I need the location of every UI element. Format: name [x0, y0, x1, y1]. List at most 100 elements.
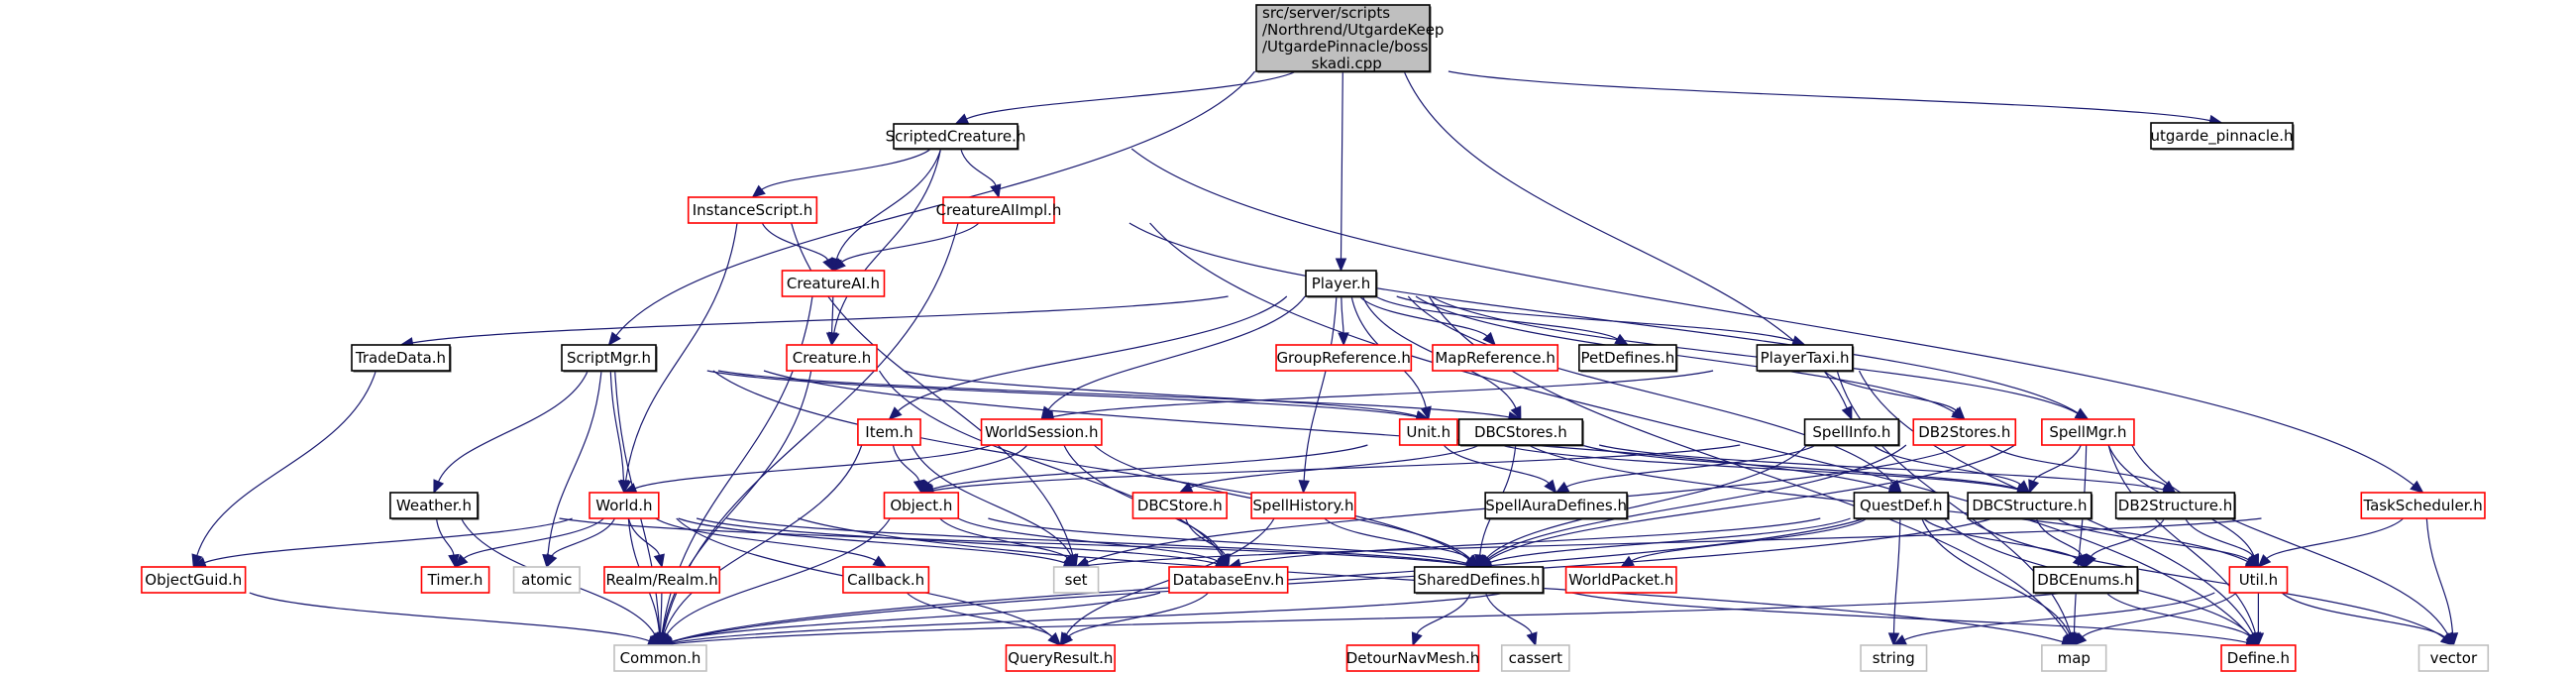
node-common[interactable]: Common.h — [613, 644, 707, 672]
node-label: DBCStore.h — [1137, 497, 1223, 514]
edge-util-to-string — [1903, 592, 2215, 641]
node-map-reference[interactable]: MapReference.h — [1432, 344, 1559, 372]
arrowhead-icon — [751, 184, 766, 198]
node-creature[interactable]: Creature.h — [786, 344, 878, 372]
node-label: TaskScheduler.h — [2362, 497, 2482, 514]
node-creature-aiimpl[interactable]: CreatureAIImpl.h — [936, 196, 1062, 224]
edge-database-env-to-common — [671, 592, 1161, 642]
node-box — [589, 492, 660, 519]
edge-spell-info-to-dbcstructure — [1873, 444, 2021, 486]
edge-player-to-pet-defines — [1374, 295, 1618, 340]
node-dbcstructure[interactable]: DBCStructure.h — [1967, 492, 2093, 520]
node-string[interactable]: string — [1860, 644, 1928, 672]
node-box — [1131, 492, 1228, 519]
node-object[interactable]: Object.h — [883, 492, 960, 519]
edge-root-to-script-mgr — [615, 70, 1256, 336]
node-vector[interactable]: vector — [2417, 644, 2490, 672]
node-object-guid[interactable]: ObjectGuid.h — [141, 566, 247, 594]
node-label: Weather.h — [396, 497, 472, 514]
edge-object-to-set — [939, 517, 1069, 559]
node-box — [1432, 344, 1559, 372]
node-box — [2114, 492, 2236, 519]
node-scripted-creature[interactable]: ScriptedCreature.h — [886, 123, 1026, 151]
node-script-mgr[interactable]: ScriptMgr.h — [561, 344, 658, 373]
node-weather[interactable]: Weather.h — [389, 492, 480, 520]
node-world-session[interactable]: WorldSession.h — [980, 418, 1103, 446]
node-label: /Northrend/UtgardeKeep — [1262, 21, 1444, 39]
edge-dbcstores-to-db2-structure — [1598, 444, 2165, 491]
node-item[interactable]: Item.h — [857, 418, 921, 446]
node-box — [389, 492, 479, 519]
node-label: Item.h — [865, 423, 912, 441]
node-label: WorldSession.h — [985, 423, 1099, 441]
node-box — [2360, 492, 2486, 519]
node-creature-ai[interactable]: CreatureAI.h — [781, 270, 886, 297]
node-define[interactable]: Define.h — [2220, 644, 2297, 672]
node-box — [2220, 644, 2297, 672]
node-player[interactable]: Player.h — [1305, 270, 1378, 298]
node-box — [883, 492, 960, 519]
arrowhead-icon — [2440, 632, 2455, 646]
node-utgarde-pinnacle[interactable]: utgarde_pinnacle.h — [2150, 122, 2295, 151]
node-util[interactable]: Util.h — [2228, 566, 2289, 594]
edge-instance-script-to-world — [625, 222, 738, 482]
node-box — [2150, 122, 2294, 150]
node-group-reference[interactable]: GroupReference.h — [1275, 344, 1413, 372]
node-query-result[interactable]: QueryResult.h — [1005, 644, 1116, 672]
node-shared-defines[interactable]: SharedDefines.h — [1413, 566, 1545, 595]
edge-callback-to-query-result — [906, 592, 1053, 637]
node-label: src/server/scripts — [1262, 4, 1390, 22]
node-box — [1967, 492, 2093, 519]
node-callback[interactable]: Callback.h — [842, 566, 930, 594]
node-dbcstores[interactable]: DBCStores.h — [1457, 418, 1584, 447]
node-instance-script[interactable]: InstanceScript.h — [687, 196, 818, 224]
node-cassert[interactable]: cassert — [1500, 644, 1570, 672]
node-player-taxi[interactable]: PlayerTaxi.h — [1756, 344, 1855, 373]
node-spell-mgr[interactable]: SpellMgr.h — [2041, 418, 2135, 446]
edge-creature-ai-to-creature — [831, 295, 834, 334]
arrowhead-icon — [454, 554, 469, 568]
node-set[interactable]: set — [1052, 566, 1100, 594]
node-db2-structure[interactable]: DB2Structure.h — [2114, 492, 2236, 520]
node-atomic[interactable]: atomic — [512, 566, 581, 594]
node-label: /UtgardePinnacle/boss — [1262, 38, 1429, 56]
edge-spell-info-to-object — [932, 444, 1741, 492]
edge-item-to-object — [892, 444, 920, 482]
node-timer[interactable]: Timer.h — [420, 566, 490, 594]
node-spell-aura-defines[interactable]: SpellAuraDefines.h — [1484, 492, 1629, 520]
node-world-packet[interactable]: WorldPacket.h — [1564, 566, 1677, 594]
edge-spell-info-to-spell-aura-defines — [1565, 444, 1817, 488]
node-realm[interactable]: Realm/Realm.h — [603, 566, 721, 594]
edges-layer — [191, 70, 2459, 650]
node-dbcenums[interactable]: DBCEnums.h — [2032, 566, 2139, 595]
edge-world-packet-to-common — [672, 592, 1507, 644]
edge-root-to-player — [1340, 70, 1343, 260]
node-unit[interactable]: Unit.h — [1398, 418, 1458, 446]
node-box — [1168, 566, 1289, 594]
node-world[interactable]: World.h — [589, 492, 660, 519]
arrowhead-icon — [825, 332, 838, 347]
node-pet-defines[interactable]: PetDefines.h — [1578, 344, 1678, 373]
node-dbcstore[interactable]: DBCStore.h — [1131, 492, 1228, 519]
node-label: vector — [2430, 649, 2478, 667]
edge-player-to-trade-data — [412, 295, 1229, 344]
node-database-env[interactable]: DatabaseEnv.h — [1168, 566, 1289, 594]
edge-script-mgr-to-world — [609, 370, 625, 482]
node-spell-history[interactable]: SpellHistory.h — [1250, 492, 1356, 519]
node-box — [351, 344, 451, 372]
edge-root-to-scripted-creature — [966, 70, 1297, 120]
arrowhead-icon — [2028, 479, 2040, 495]
node-box — [980, 418, 1103, 446]
node-quest-def[interactable]: QuestDef.h — [1853, 492, 1950, 520]
node-label: InstanceScript.h — [693, 201, 813, 219]
edge-spell-history-to-shared-defines — [1324, 517, 1471, 560]
node-task-scheduler[interactable]: TaskScheduler.h — [2360, 492, 2486, 519]
node-spell-info[interactable]: SpellInfo.h — [1803, 418, 1900, 447]
node-trade-data[interactable]: TradeData.h — [351, 344, 452, 373]
node-detour-nav-mesh[interactable]: DetourNavMesh.h — [1346, 644, 1480, 672]
node-map[interactable]: map — [2041, 644, 2107, 672]
edge-world-to-database-env — [696, 517, 1218, 565]
node-label: Unit.h — [1406, 423, 1450, 441]
node-db2-stores[interactable]: DB2Stores.h — [1912, 418, 2017, 446]
edge-spell-info-to-shared-defines — [1486, 444, 1808, 559]
